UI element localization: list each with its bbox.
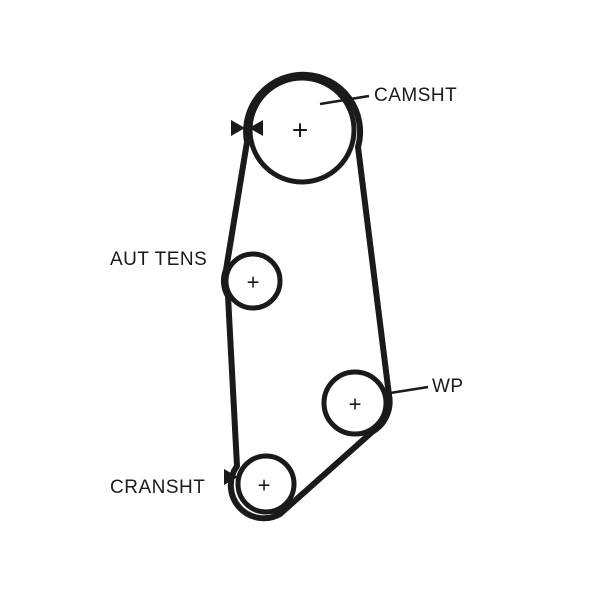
camshaft-belt-pointer-right-icon — [231, 120, 245, 136]
tensioner-pulley — [223, 251, 283, 311]
water-pump-label: WP — [432, 376, 464, 397]
camshaft-leader-line — [319, 94, 370, 106]
camshaft-belt-pointer-left-icon — [249, 120, 263, 136]
crankshaft-belt-pointer-icon — [224, 469, 238, 485]
camshaft-label: CAMSHT — [374, 85, 457, 106]
crankshaft-center-mark: + — [258, 473, 271, 498]
camshaft-center-mark: + — [292, 115, 308, 146]
crankshaft-label: CRANSHT — [110, 477, 205, 498]
water-pump-pulley — [321, 369, 389, 437]
crankshaft-pulley — [235, 453, 297, 515]
water-pump-center-mark: + — [349, 392, 362, 417]
tensioner-center-mark: + — [247, 270, 260, 295]
tensioner-label: AUT TENS — [110, 249, 207, 270]
water-pump-leader-line — [383, 385, 429, 396]
camshaft-pulley — [247, 75, 357, 185]
